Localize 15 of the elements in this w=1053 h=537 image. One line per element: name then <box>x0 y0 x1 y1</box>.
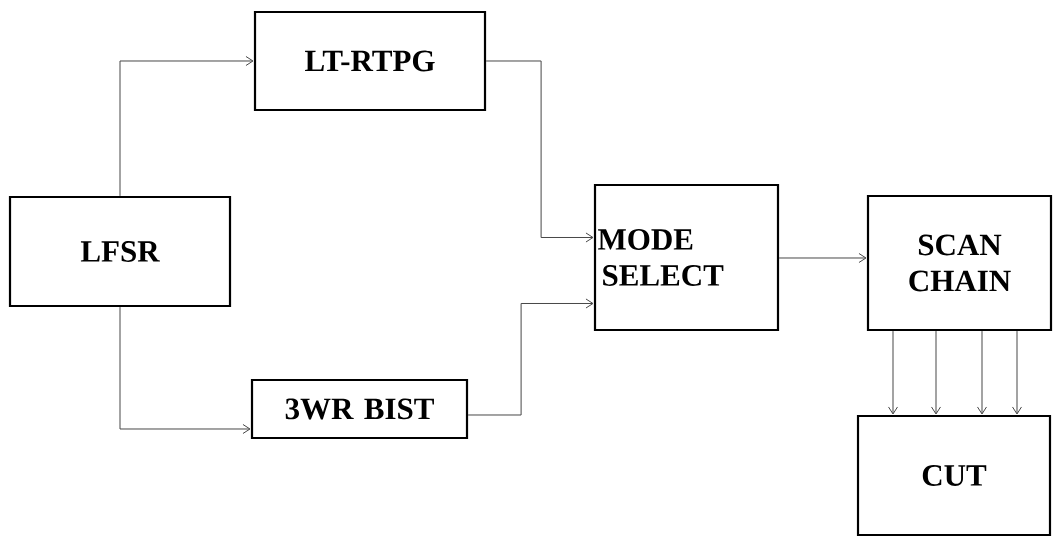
block-box: MODE SELECT <box>593 183 780 332</box>
block-box: 3WR BIST <box>250 378 469 440</box>
block-box: LT-RTPG <box>253 10 487 112</box>
arrow <box>977 330 987 415</box>
arrow <box>119 56 254 197</box>
arrow <box>931 330 941 415</box>
arrow <box>778 253 867 263</box>
block-box: LFSR <box>8 195 232 308</box>
block-box: SCAN CHAIN <box>866 194 1053 332</box>
arrow <box>1012 330 1022 415</box>
arrow <box>485 60 594 243</box>
block-box: CUT <box>856 414 1052 537</box>
arrow <box>888 330 898 415</box>
arrow <box>467 298 594 416</box>
arrow <box>119 306 251 434</box>
